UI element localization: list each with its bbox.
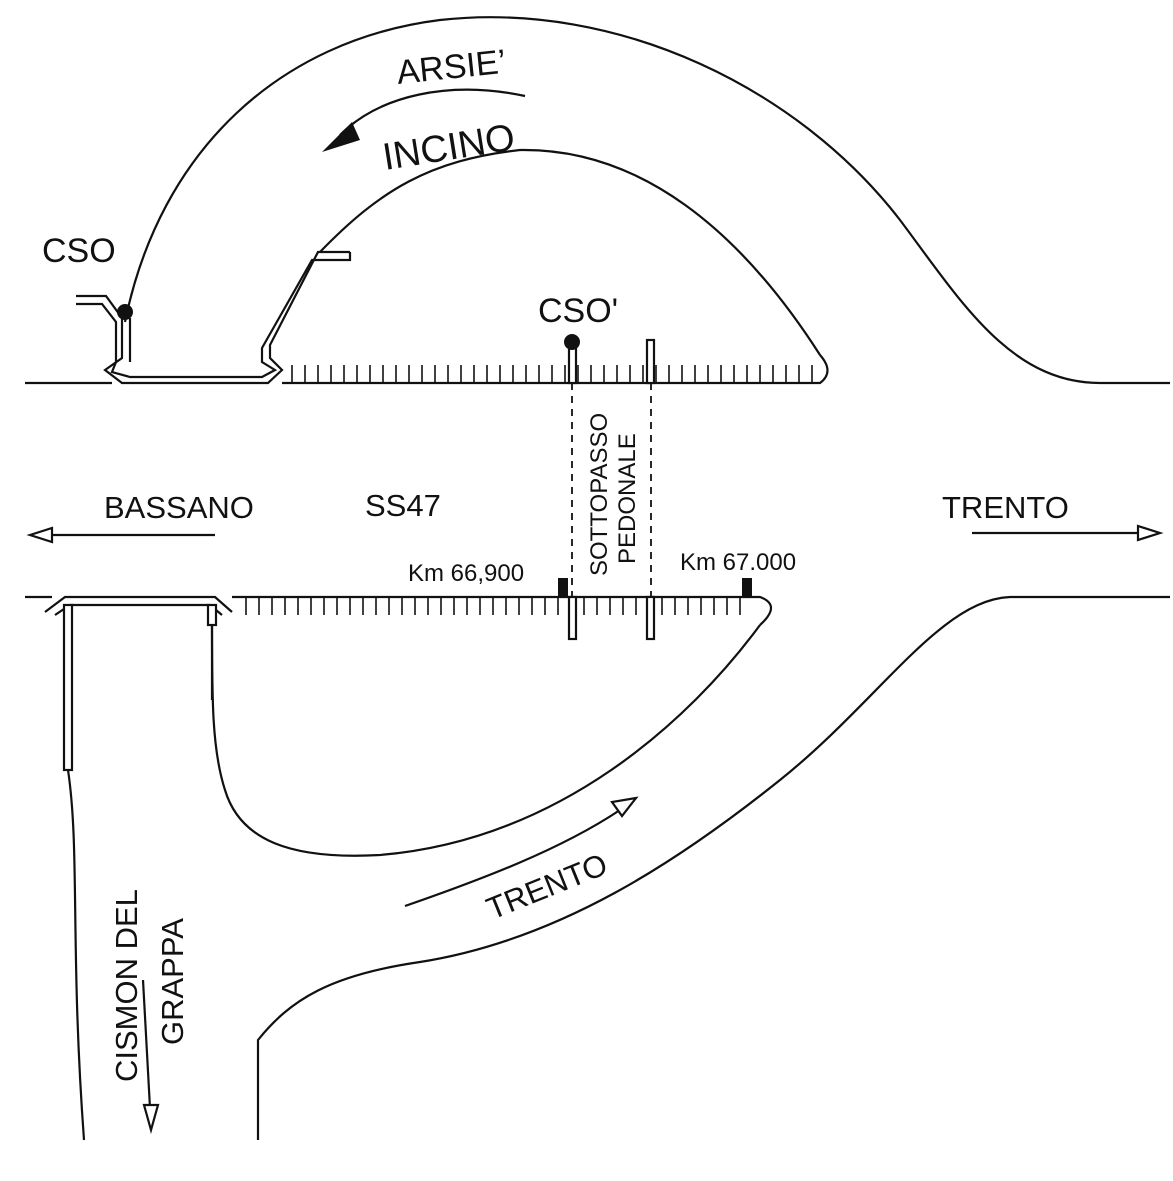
- underpass-post-nw: [567, 343, 578, 385]
- north-rail-outer: [76, 250, 350, 385]
- cso-left-point-icon: [117, 304, 133, 320]
- cismon-road-west: [66, 769, 86, 1141]
- label-km-67000: Km 67.000: [680, 549, 796, 576]
- label-cso-right: CSO': [538, 292, 618, 330]
- arsie-arrow-head-icon: [322, 122, 360, 152]
- label-sottopasso: SOTTOPASSO: [586, 413, 613, 576]
- incino-inner-loop: [319, 148, 821, 356]
- south-rail-post-east: [206, 603, 218, 627]
- cismon-arrow-shaft: [141, 979, 152, 1109]
- north-guardrail: [76, 250, 352, 385]
- south-rail-post-west: [62, 603, 74, 772]
- label-bassano: BASSANO: [104, 490, 254, 525]
- label-cso-left: CSO: [42, 232, 116, 270]
- label-pedonale: PEDONALE: [614, 433, 641, 564]
- ss47-road-edges: [25, 354, 829, 626]
- cismon-direction-arrow: [141, 979, 160, 1135]
- km-marker-67000-icon: [742, 578, 752, 597]
- trento-ramp-arrow-head-icon: [610, 796, 639, 818]
- trento-ramp-arrow: [404, 796, 639, 908]
- km-marker-66900-icon: [558, 578, 568, 597]
- pedestrian-underpass: [567, 338, 656, 641]
- bassano-arrow-head-icon: [26, 526, 54, 544]
- label-arsie: ARSIE’: [395, 43, 508, 92]
- ss47-south-edge-median: [232, 595, 773, 626]
- label-grappa: GRAPPA: [155, 918, 190, 1045]
- underpass-post-sw: [567, 595, 578, 641]
- south-guardrail: [44, 595, 233, 772]
- label-ss47: SS47: [365, 488, 441, 523]
- underpass-post-ne: [645, 338, 656, 385]
- arsie-arrow-shaft: [339, 88, 526, 136]
- south-rail-inner: [54, 603, 223, 616]
- ss47-north-edge-median: [282, 354, 829, 385]
- south-median-ticks: [245, 597, 741, 615]
- north-rail-inner: [76, 252, 352, 379]
- trento-direction-arrow: [972, 524, 1164, 542]
- arsie-direction-arrow: [322, 88, 526, 152]
- cismon-arrow-head-icon: [142, 1103, 160, 1135]
- trento-ramp-outer: [256, 595, 1170, 1140]
- cso-right-point-icon: [564, 334, 580, 350]
- bassano-direction-arrow: [26, 526, 215, 544]
- trento-ramp-arrow-shaft: [404, 809, 621, 908]
- label-incino: INCINO: [380, 117, 518, 179]
- south-rail-top: [44, 595, 233, 613]
- label-trento-ramp: TRENTO: [482, 847, 613, 927]
- label-trento-east: TRENTO: [942, 490, 1069, 525]
- north-median-ticks: [291, 365, 813, 383]
- label-cismon-del: CISMON DEL: [109, 889, 144, 1082]
- trento-arrow-head-icon: [1136, 524, 1164, 542]
- underpass-post-se: [645, 595, 656, 641]
- label-km-66900: Km 66,900: [408, 560, 524, 587]
- trento-ramp-inner: [210, 619, 761, 857]
- arsie-outer-loop: [123, 16, 1170, 385]
